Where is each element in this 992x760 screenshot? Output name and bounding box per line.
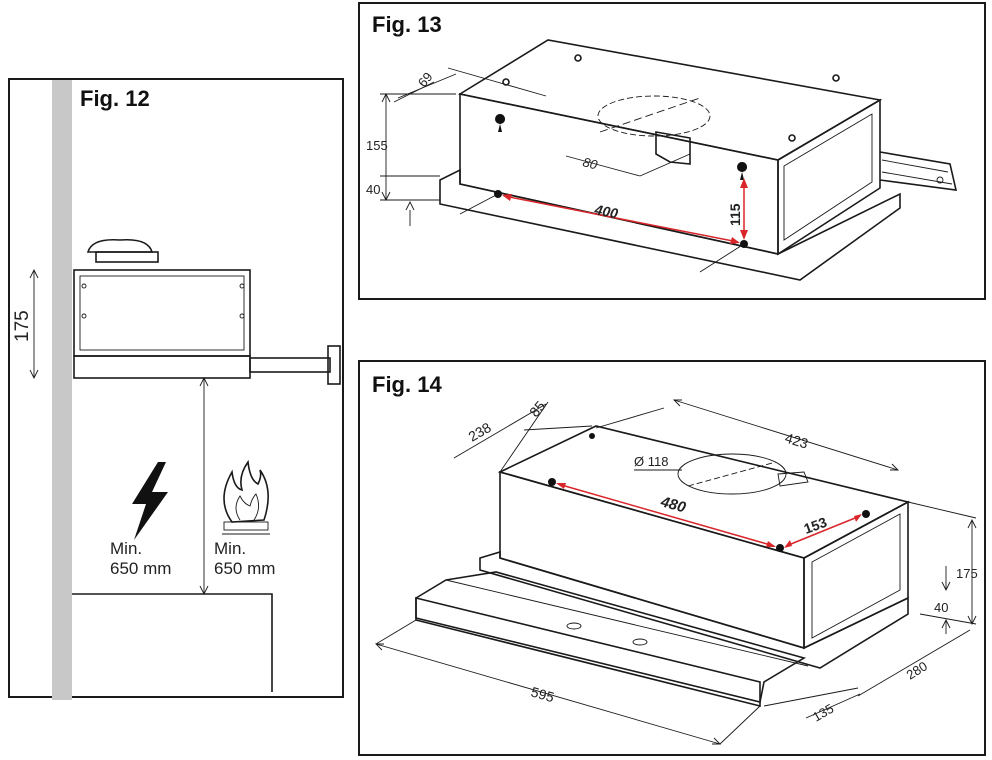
fig14-drawing: 480 153 Ø 118 423 238 85 175 40 2 [374, 398, 978, 745]
hood-body [73, 269, 251, 357]
hood-front-face [499, 470, 805, 650]
dim-280-label: 280 [904, 658, 930, 682]
dim-80-label: 80 [581, 154, 599, 172]
dim-diameter-label: Ø 118 [634, 454, 668, 469]
electric-min-label: Min. [110, 539, 142, 558]
fig14-panel: 480 153 Ø 118 423 238 85 175 40 2 [358, 360, 986, 756]
fig12-drawing: 175 Min. 650 mm Min. 650 mm [12, 80, 341, 700]
dim-595-label: 595 [529, 684, 556, 706]
fig13-title: Fig. 13 [372, 12, 442, 37]
keyhole-right [737, 162, 748, 180]
fig12-title: Fig. 12 [80, 86, 150, 111]
motor-base [95, 251, 159, 263]
height-dim-label: 175 [12, 310, 33, 342]
fig13-drawing: 400 115 80 69 155 40 [366, 39, 958, 281]
gas-min-value: 650 mm [214, 559, 275, 578]
hood-inner [79, 275, 245, 351]
worktop [72, 593, 273, 692]
dim-175-label: 175 [956, 566, 978, 581]
gas-hob-icon [222, 459, 270, 535]
wall [52, 80, 72, 700]
keyhole-left [495, 114, 506, 132]
dim-85-label: 85 [526, 398, 548, 420]
duct-opening [677, 453, 787, 495]
motor-dome [86, 238, 154, 253]
dim-480-label: 480 [658, 493, 688, 516]
telescopic-slider [879, 151, 958, 191]
telescopic-rail [249, 357, 331, 373]
fig14-title: Fig. 14 [372, 372, 442, 397]
hood-top-face [457, 39, 883, 161]
dim-595-line [375, 643, 721, 745]
electric-min-value: 650 mm [110, 559, 171, 578]
dim-423-label: 423 [783, 430, 810, 452]
dim-115-label: 115 [727, 203, 743, 226]
gas-min-label: Min. [214, 539, 246, 558]
dim-135-label: 135 [810, 701, 836, 725]
dim-155-label: 155 [366, 138, 388, 153]
dim-153-line [785, 515, 861, 547]
fixing-hole-2 [776, 544, 784, 552]
dim-40-label: 40 [366, 182, 380, 197]
visor-drawer [415, 571, 807, 703]
dim-153-label: 153 [802, 514, 830, 537]
fig13-panel: 400 115 80 69 155 40 Fig. 13 [358, 2, 986, 300]
rail-handle [327, 345, 341, 385]
electric-hob-icon [132, 462, 168, 540]
dim-40-label: 40 [934, 600, 948, 615]
dim-400-label: 400 [592, 201, 619, 221]
duct-bracket [655, 131, 691, 165]
hood-visor [73, 355, 251, 379]
base-tray [479, 550, 909, 669]
dim-400-line [503, 195, 739, 243]
dim-238-label: 238 [466, 419, 494, 445]
fixing-hole-1 [548, 478, 556, 486]
dim-69-label: 69 [415, 69, 436, 90]
duct-opening [597, 95, 711, 137]
hood-front-face [459, 93, 779, 255]
fixing-hole-3 [862, 510, 870, 518]
dim-480-line [557, 483, 775, 547]
hood-side-face [777, 98, 881, 256]
fig12-panel: 175 Min. 650 mm Min. 650 mm Fig. 12 [8, 78, 344, 700]
hood-top-face [497, 425, 911, 559]
visor-tray [439, 168, 901, 281]
